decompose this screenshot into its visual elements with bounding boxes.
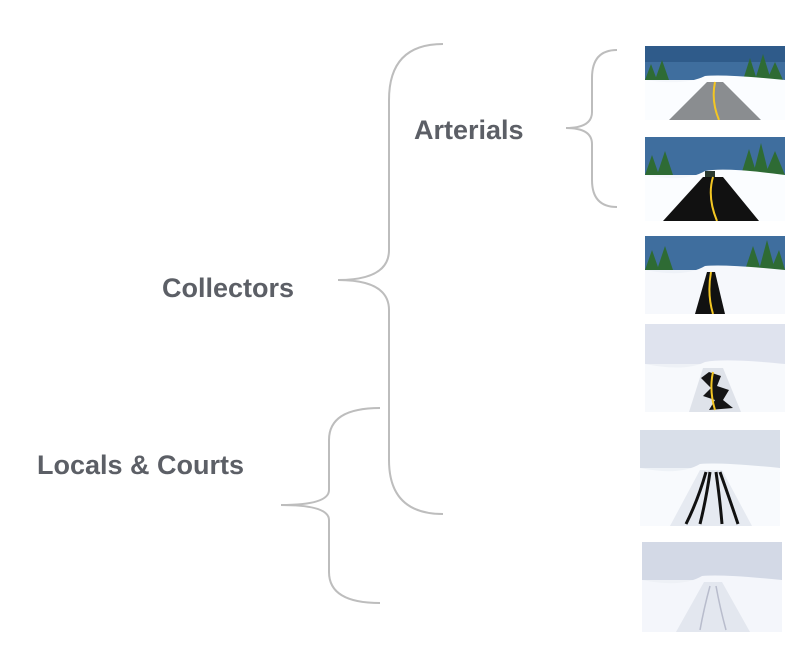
plowed-road-black-icon — [645, 137, 785, 221]
arterials-label: Arterials — [414, 115, 524, 145]
partially-plowed-road-icon — [645, 236, 785, 314]
patchy-snow-road-icon — [645, 324, 785, 412]
collectors-label: Collectors — [162, 273, 295, 303]
collectors-brace — [337, 43, 444, 515]
tire-tracks-snow-road-icon — [640, 430, 780, 526]
snow-covered-road-icon — [642, 542, 782, 632]
plowed-road-gray-icon — [645, 46, 785, 120]
arterials-brace — [565, 49, 618, 208]
locals-label: Locals & Courts — [37, 450, 245, 480]
locals-brace — [280, 407, 381, 604]
